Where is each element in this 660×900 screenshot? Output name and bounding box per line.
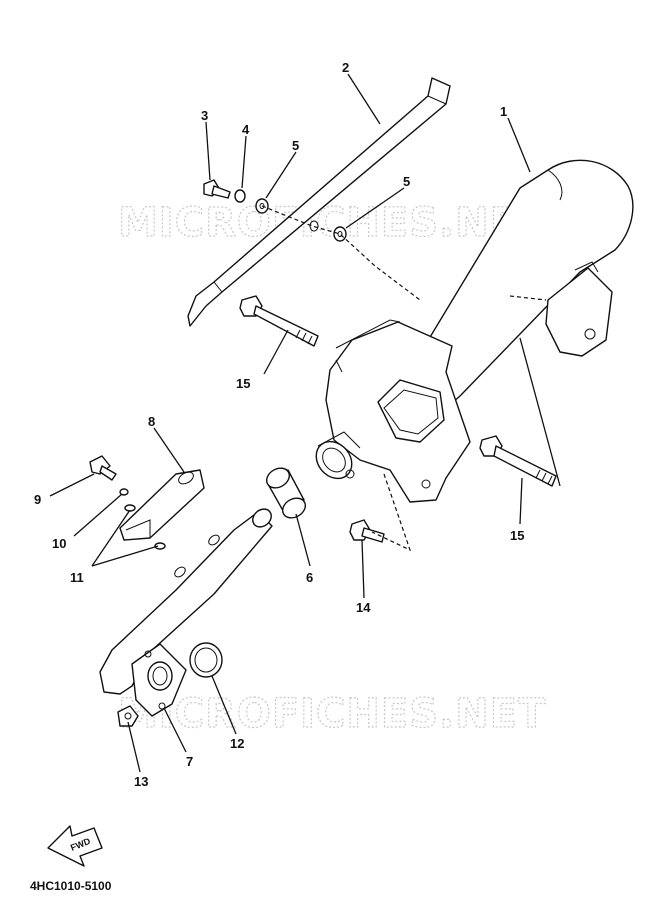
callout-1: 1	[500, 104, 507, 119]
fwd-arrow-icon: FWD	[47, 825, 103, 867]
washer-10	[119, 488, 129, 496]
protector-8	[119, 469, 205, 541]
callout-5-upper: 5	[292, 138, 299, 153]
callout-12: 12	[230, 736, 244, 751]
callout-15-lower: 15	[510, 528, 524, 543]
muffler	[315, 159, 634, 503]
callout-14: 14	[356, 600, 371, 615]
watermark-top: MICROFICHES.NET	[118, 200, 546, 246]
callout-3: 3	[201, 108, 208, 123]
leader-lines	[49, 73, 561, 773]
bolt-14	[349, 519, 385, 543]
callout-6: 6	[306, 570, 313, 585]
callout-7: 7	[186, 754, 193, 769]
watermark-bottom: MICROFICHES.NET	[118, 691, 546, 737]
bolt-15-upper	[239, 295, 319, 347]
bolt-3	[203, 179, 231, 199]
callout-13: 13	[134, 774, 148, 789]
screw-9	[89, 455, 117, 481]
callout-5-lower: 5	[403, 174, 410, 189]
callout-11: 11	[70, 570, 84, 585]
diagram-code: 4HC1010-5100	[30, 879, 112, 893]
gasket-12	[189, 642, 223, 678]
bolt-15-lower	[479, 435, 557, 487]
washer-5-lower	[333, 226, 347, 242]
callout-15-upper: 15	[236, 376, 250, 391]
callout-4: 4	[242, 122, 250, 137]
heat-protector	[187, 77, 451, 327]
washer-4	[234, 189, 246, 203]
clip-11-lower	[154, 542, 166, 550]
callout-8: 8	[148, 414, 155, 429]
callout-2: 2	[342, 60, 349, 75]
callout-9: 9	[34, 492, 41, 507]
callout-10: 10	[52, 536, 66, 551]
nut-13	[117, 705, 139, 727]
gasket-6	[265, 467, 307, 519]
exhaust-pipe-7	[99, 508, 273, 717]
